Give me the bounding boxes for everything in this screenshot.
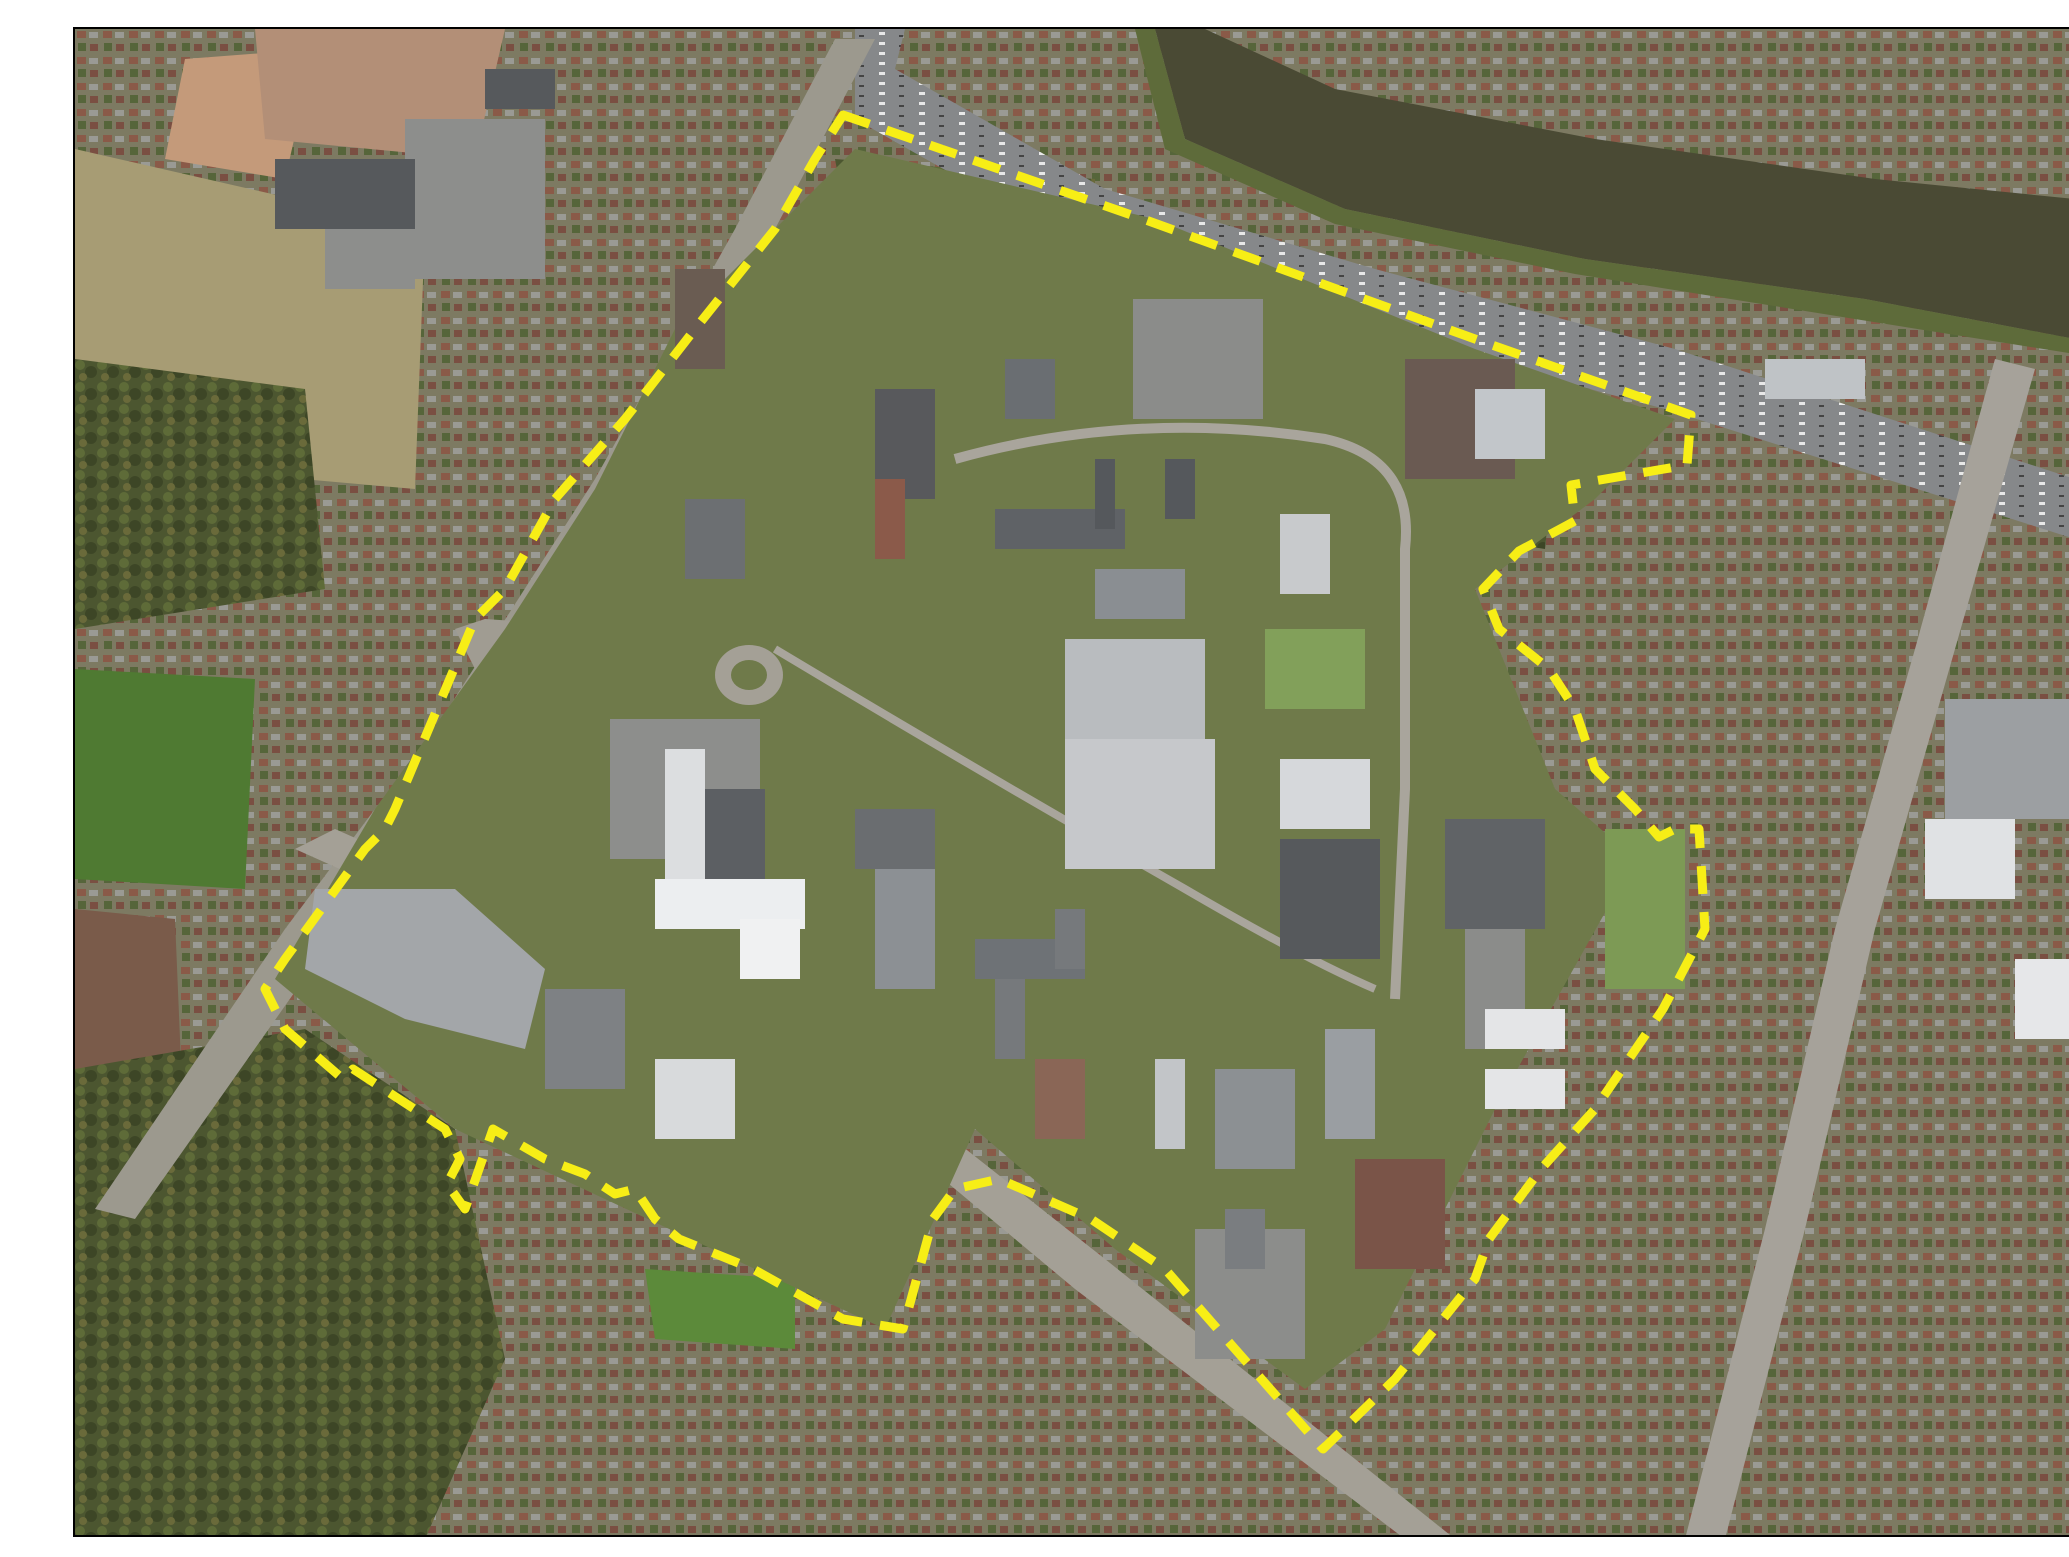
map-frame xyxy=(73,27,2069,1537)
aerial-map[interactable] xyxy=(75,29,2069,1537)
industrial-buildings-layer xyxy=(275,69,2069,1139)
study-area-boundary[interactable] xyxy=(260,110,1710,1454)
river-layer xyxy=(1135,29,2069,354)
campus-buildings-layer xyxy=(655,269,1565,1269)
